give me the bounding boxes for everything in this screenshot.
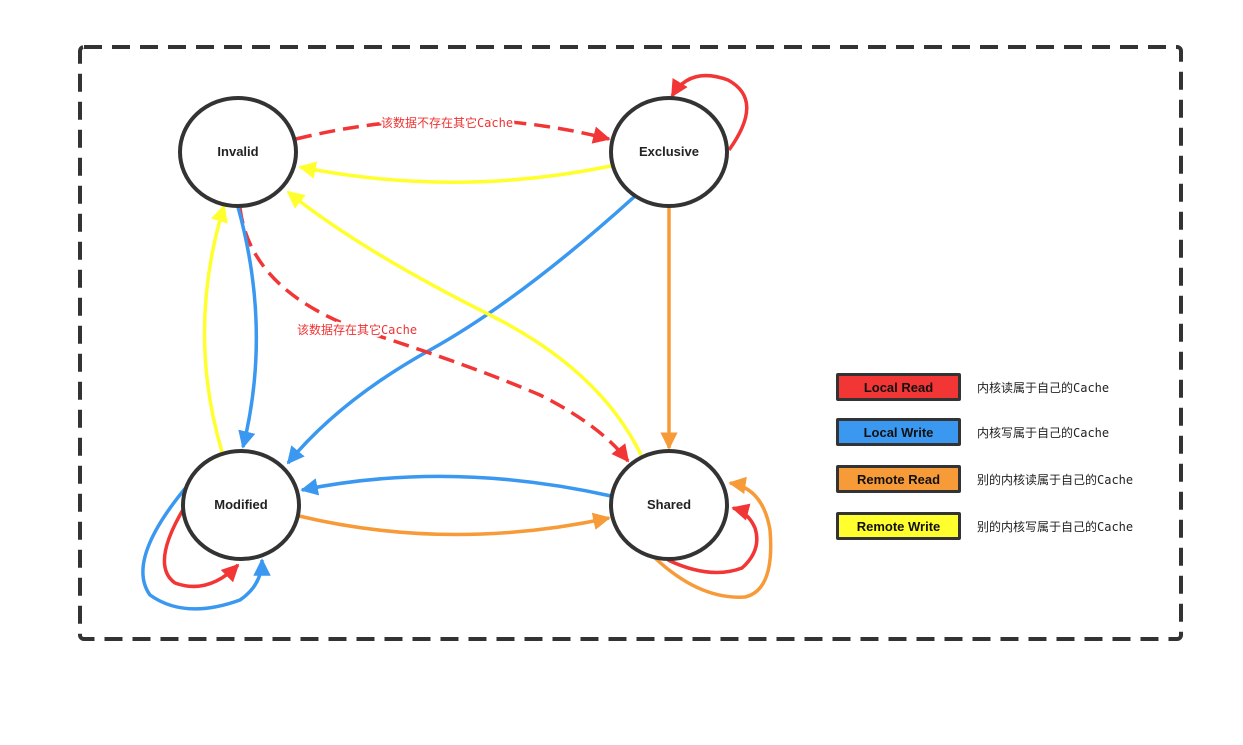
dashed-frame xyxy=(78,45,1183,641)
legend-desc-remote-read: 别的内核读属于自己的Cache xyxy=(977,472,1134,487)
edge-invalid-to-modified xyxy=(236,206,259,449)
legend-desc-local-read: 内核读属于自己的Cache xyxy=(977,380,1110,395)
edge-shared-self-loop-read xyxy=(667,503,759,575)
edge-label-in-other-cache: 该数据存在其它Cache xyxy=(297,322,417,337)
legend-swatch-remote-read: Remote Read xyxy=(836,465,961,493)
state-label-exclusive: Exclusive xyxy=(639,144,699,159)
legend-swatch-local-read: Local Read xyxy=(836,373,961,401)
legend-item-remote-read: Remote Read 别的内核读属于自己的Cache xyxy=(836,465,1134,493)
edge-exclusive-self-loop xyxy=(670,73,749,152)
state-node-shared: Shared xyxy=(609,449,729,561)
edge-exclusive-to-modified xyxy=(286,195,636,465)
edge-invalid-to-shared xyxy=(238,207,630,463)
edge-label-not-in-other-cache: 该数据不存在其它Cache xyxy=(381,115,513,130)
state-label-shared: Shared xyxy=(647,497,691,512)
edge-modified-to-shared xyxy=(298,512,611,537)
legend-item-local-write: Local Write 内核写属于自己的Cache xyxy=(836,418,1110,446)
state-label-modified: Modified xyxy=(214,497,267,512)
legend-desc-local-write: 内核写属于自己的Cache xyxy=(977,425,1110,440)
state-node-invalid: Invalid xyxy=(178,96,298,208)
edge-modified-to-invalid xyxy=(202,204,228,453)
state-node-exclusive: Exclusive xyxy=(609,96,729,208)
legend-item-local-read: Local Read 内核读属于自己的Cache xyxy=(836,373,1110,401)
edge-modified-self-loop-read xyxy=(162,507,240,589)
legend-swatch-remote-write: Remote Write xyxy=(836,512,961,540)
edge-invalid-to-exclusive xyxy=(295,117,611,144)
legend-desc-remote-write: 别的内核写属于自己的Cache xyxy=(977,519,1134,534)
legend-swatch-local-write: Local Write xyxy=(836,418,961,446)
state-node-modified: Modified xyxy=(181,449,301,561)
edge-modified-self-loop-write xyxy=(141,483,271,611)
edge-exclusive-to-invalid xyxy=(298,161,612,184)
edge-shared-self-loop-remote-read xyxy=(653,476,773,599)
state-label-invalid: Invalid xyxy=(217,144,258,159)
edge-shared-to-modified xyxy=(300,474,612,498)
legend-item-remote-write: Remote Write 别的内核写属于自己的Cache xyxy=(836,512,1134,540)
edge-shared-to-invalid xyxy=(286,190,643,456)
